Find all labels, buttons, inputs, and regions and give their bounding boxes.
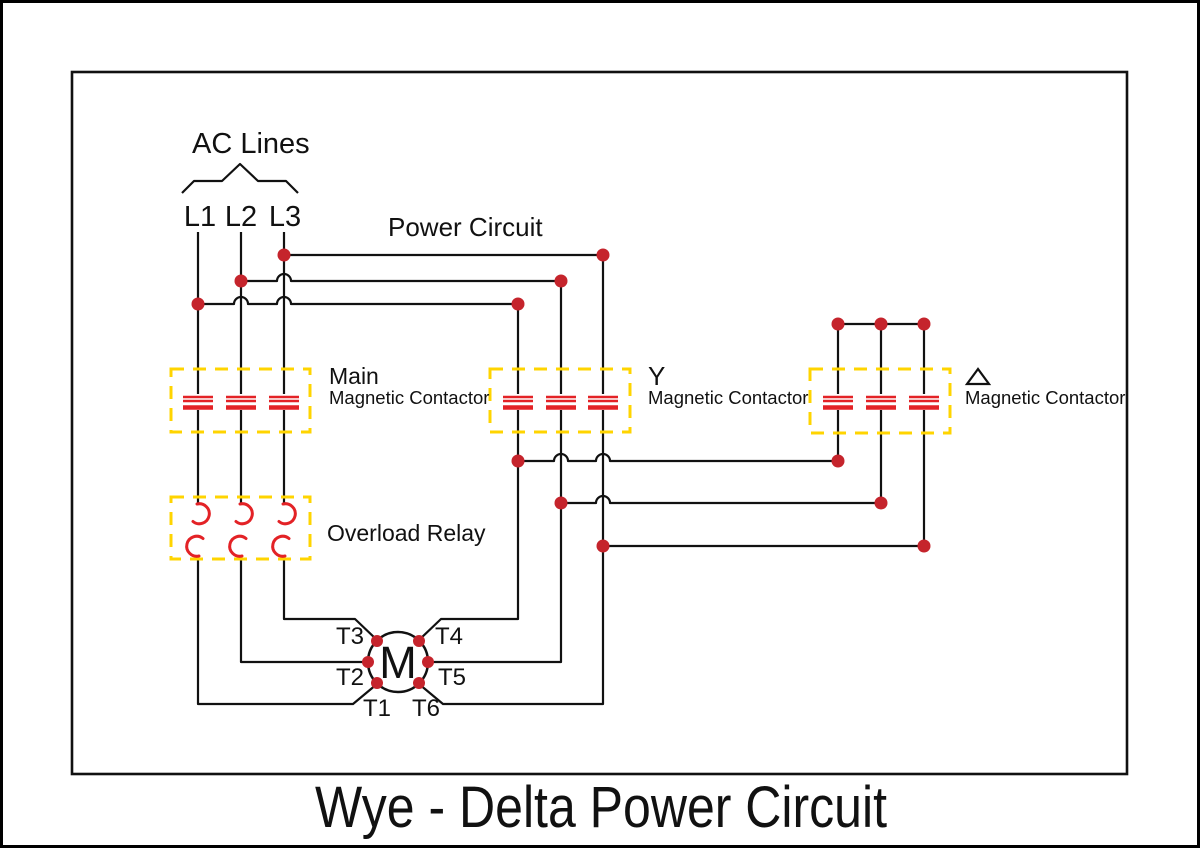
inner-border [70,70,1129,776]
main-contact-pole3 [269,397,299,408]
delta-contactor-sublabel: Magnetic Contactor [965,387,1125,408]
power-circuit-label: Power Circuit [388,212,543,242]
diagram-title: Wye - Delta Power Circuit [315,775,887,840]
wire-l2 [239,232,366,664]
terminal-label-t6: T6 [412,695,440,722]
terminal-label-t3: T3 [336,623,364,650]
line-label-l1: L1 [184,201,216,233]
main-contactor-sublabel: Magnetic Contactor [329,387,489,408]
wire-link-mid [561,494,881,505]
wye-contactor-sublabel: Magnetic Contactor [648,387,808,408]
line-label-l3: L3 [269,201,301,233]
main-contactor-box [169,367,312,434]
ac-lines-brace [181,162,299,194]
wire-wye-left-to-t4 [418,304,520,641]
ac-lines-label: AC Lines [192,128,310,160]
motor-label: M [379,637,417,688]
delta-contact-pole2 [866,397,896,408]
wire-wye-right-to-t6 [418,255,605,706]
wye-contactor-box [488,367,632,434]
delta-symbol-icon [964,367,992,386]
wye-contact-pole2 [546,397,576,408]
terminal-label-t1: T1 [363,695,391,722]
overload-heater-2 [228,502,254,558]
terminal-label-t2: T2 [336,664,364,691]
wye-contact-pole3 [588,397,618,408]
line-label-l2: L2 [225,201,257,233]
delta-contact-pole1 [823,397,853,408]
overload-relay-box [169,495,312,561]
wire-link-top [518,452,838,463]
wye-contactor-label: Y [648,361,665,391]
wire-l1 [196,232,378,706]
wires [196,232,926,706]
contactor-contacts [183,397,939,408]
wire-branch-l2 [241,272,561,283]
overload-heater-1 [185,502,211,558]
terminal-label-t4: T4 [435,623,463,650]
wire-branch-l1 [198,295,518,306]
overload-heater-3 [271,502,297,558]
overload-heaters [185,502,297,558]
main-contact-pole2 [226,397,256,408]
delta-contactor-box [808,367,952,435]
terminal-label-t5: T5 [438,664,466,691]
main-contactor-label: Main [329,363,379,389]
delta-contact-pole3 [909,397,939,408]
overload-relay-label: Overload Relay [327,520,486,546]
main-contact-pole1 [183,397,213,408]
junction-dots [191,248,931,689]
wire-wye-mid-to-t5 [430,281,563,664]
wye-contact-pole1 [503,397,533,408]
wire-l3 [282,232,378,641]
